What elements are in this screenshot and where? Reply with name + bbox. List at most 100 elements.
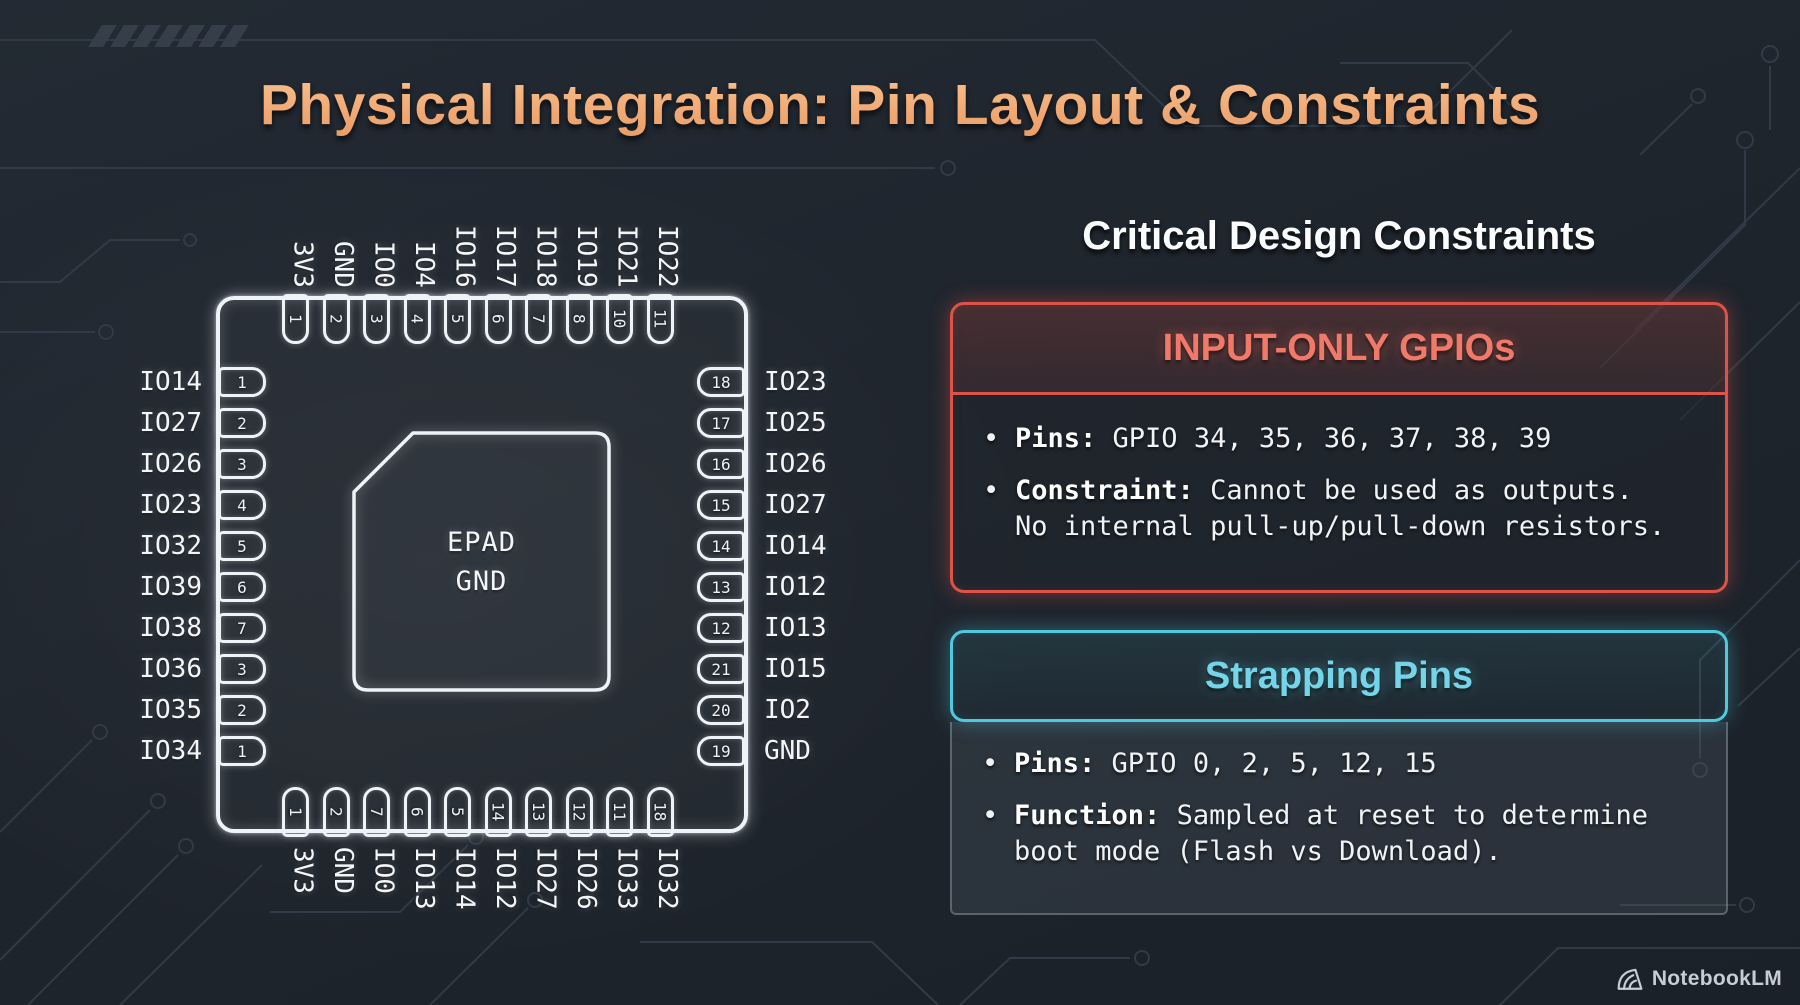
pin-bottom: 18: [646, 787, 674, 837]
notebooklm-icon: [1617, 968, 1643, 990]
pin-label-right: IO15: [764, 654, 827, 684]
pin-label-top: 3V3: [287, 241, 318, 288]
pin-bottom: 7: [363, 787, 390, 837]
pin-right: 19: [697, 736, 745, 766]
pin-label-right: IO14: [764, 531, 827, 561]
pin-right: 18: [697, 367, 745, 397]
page-title: Physical Integration: Pin Layout & Const…: [0, 72, 1800, 138]
pin-label-left: IO39: [139, 572, 202, 602]
pin-label-left: IO32: [139, 531, 202, 561]
pin-label-bottom: IO13: [408, 847, 439, 910]
pin-right: 13: [697, 572, 745, 602]
labels-bottom: 3V3 GND IO0 IO13 IO14 IO12 IO27 IO26 IO33 IO32: [282, 847, 687, 910]
bullet-item: •Pins: GPIO 34, 35, 36, 37, 38, 39: [983, 423, 1552, 454]
pin-label-left: IO27: [139, 408, 202, 438]
epad-label: EPAD GND: [351, 430, 612, 693]
pin-bottom: 14: [484, 787, 512, 837]
pin-label-bottom: IO14: [449, 847, 480, 910]
pin-top: 1: [282, 294, 309, 344]
pin-label-top: GND: [327, 241, 358, 288]
pin-right: 17: [697, 408, 745, 438]
pin-label-left: IO36: [139, 654, 202, 684]
pin-label-left: IO14: [139, 367, 202, 397]
pin-top: 10: [606, 294, 633, 344]
pin-label-top: IO4: [408, 241, 439, 288]
pin-top: 6: [484, 294, 512, 344]
pin-left: 5: [218, 531, 266, 561]
pin-left: 4: [218, 490, 266, 520]
pin-label-left: IO34: [139, 736, 202, 766]
pin-top: 11: [646, 294, 674, 344]
pin-label-bottom: IO27: [530, 847, 561, 910]
strapping-pins-bullets: •Pins: GPIO 0, 2, 5, 12, 15 •Function: Sa…: [982, 746, 1702, 870]
pin-top: 2: [322, 294, 350, 344]
bullet-item: •Constraint: Cannot be used as outputs. …: [983, 474, 1666, 542]
pin-left: 3: [218, 654, 266, 684]
bullet-item: •Pins: GPIO 0, 2, 5, 12, 15: [982, 748, 1437, 779]
pin-bottom: 11: [606, 787, 633, 837]
strapping-pins-card: •Pins: GPIO 0, 2, 5, 12, 15 •Function: Sa…: [950, 722, 1728, 915]
pin-label-left: IO38: [139, 613, 202, 643]
pin-label-bottom: IO12: [489, 847, 520, 910]
pin-label-right: IO25: [764, 408, 827, 438]
pin-label-bottom: 3V3: [287, 847, 318, 894]
pin-left: 2: [218, 695, 266, 725]
input-only-gpios-card-title: INPUT-ONLY GPIOs: [1162, 327, 1516, 369]
pin-right: 21: [697, 654, 745, 684]
pin-right: 20: [697, 695, 745, 725]
pin-top: 4: [403, 294, 431, 344]
epad-outline: [352, 431, 611, 692]
pin-label-right: IO26: [764, 449, 827, 479]
notebooklm-label: NotebookLM: [1651, 967, 1782, 990]
pin-left: 6: [218, 572, 266, 602]
pin-top: 3: [363, 294, 390, 344]
pin-label-top: IO18: [530, 225, 561, 288]
bullet-item: •Function: Sampled at reset to determine…: [982, 799, 1648, 867]
pin-label-top: IO22: [651, 225, 682, 288]
pin-top: 8: [565, 294, 593, 344]
pin-left: 3: [218, 449, 266, 479]
pin-bottom: 1: [282, 787, 309, 837]
pin-label-right: IO23: [764, 367, 827, 397]
pin-left: 7: [218, 613, 266, 643]
pin-bottom: 5: [444, 787, 471, 837]
pin-label-right: IO12: [764, 572, 827, 602]
pin-label-top: IO16: [449, 225, 480, 288]
input-only-gpios-card-header: INPUT-ONLY GPIOs: [953, 305, 1725, 395]
hazard-stripes: [88, 25, 249, 47]
pin-label-left: IO35: [139, 695, 202, 725]
epad-label-line2: GND: [455, 565, 508, 597]
pin-label-right: IO2: [764, 695, 811, 725]
pin-top: 7: [525, 294, 552, 344]
strapping-pins-card-content: •Pins: GPIO 0, 2, 5, 12, 15 •Function: Sa…: [952, 722, 1726, 902]
pin-label-bottom: IO0: [368, 847, 399, 894]
pin-label-left: IO23: [139, 490, 202, 520]
pin-label-bottom: IO33: [611, 847, 642, 910]
pin-label-right: IO13: [764, 613, 827, 643]
notebooklm-brand: NotebookLM: [1617, 967, 1782, 991]
pin-label-bottom: IO26: [570, 847, 601, 910]
pin-bottom: 13: [525, 787, 552, 837]
pin-label-right: GND: [764, 736, 811, 766]
constraints-heading: Critical Design Constraints: [1082, 214, 1596, 258]
pin-label-bottom: IO32: [651, 847, 682, 910]
epad-region: EPAD GND: [351, 430, 612, 693]
pin-right: 14: [697, 531, 745, 561]
pin-label-bottom: GND: [327, 847, 358, 894]
pin-bottom: 12: [565, 787, 593, 837]
pin-right: 12: [697, 613, 745, 643]
strapping-pins-card-title: Strapping Pins: [1204, 654, 1474, 697]
pin-bottom: 2: [322, 787, 350, 837]
chip-package-outline: [216, 296, 748, 833]
pin-left: 1: [218, 367, 266, 397]
pin-top: 5: [444, 294, 471, 344]
pin-left: 2: [218, 408, 266, 438]
